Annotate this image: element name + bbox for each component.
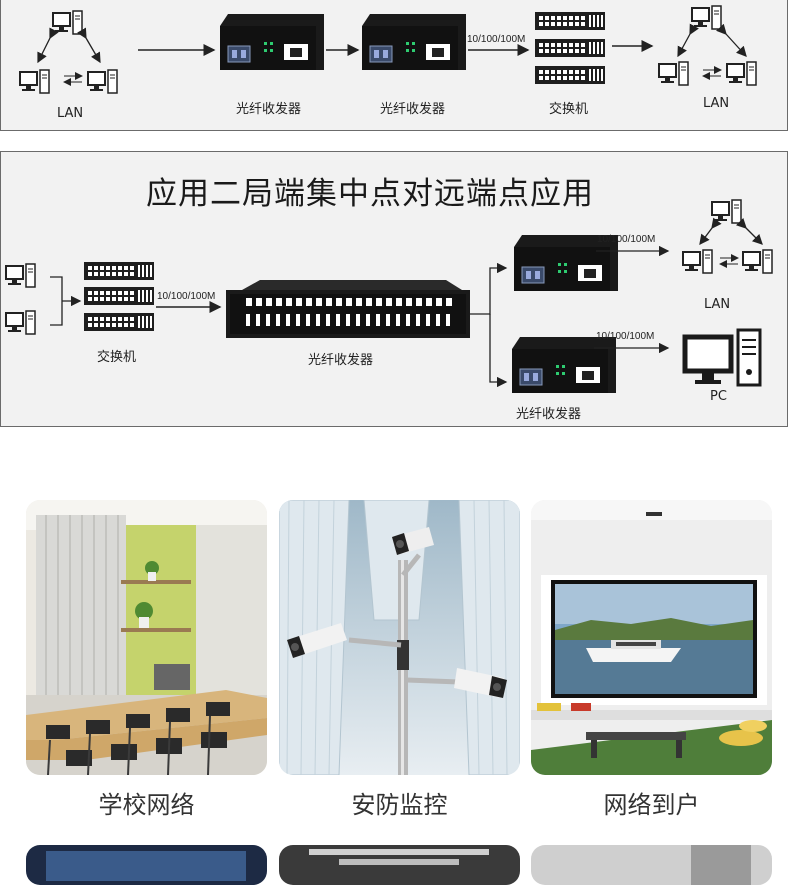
security-camera-photo <box>279 500 520 775</box>
speed-label-remote-top: 10/100/100M <box>597 234 656 245</box>
switch-label-bottom: 交换机 <box>97 350 137 365</box>
switch-top <box>535 12 605 84</box>
lan-cluster-right <box>658 5 757 86</box>
classroom-photo <box>26 500 267 775</box>
rack-transceiver-label: 光纤收发器 <box>308 353 374 368</box>
transceiver-bottom-label: 光纤收发器 <box>516 407 582 422</box>
transceiver-2-label: 光纤收发器 <box>380 102 446 117</box>
rack-transceiver <box>226 280 470 338</box>
pc-label: PC <box>710 389 727 404</box>
switch-label-top: 交换机 <box>549 102 589 117</box>
caption-security-monitoring: 安防监控 <box>351 791 448 819</box>
transceiver-bottom-remote <box>511 336 617 394</box>
lan-label-remote: LAN <box>704 297 731 312</box>
speed-label-top: 10/100/100M <box>467 34 526 45</box>
home-tv-photo <box>531 500 772 775</box>
caption-school-network: 学校网络 <box>98 791 195 819</box>
computers-left <box>5 263 36 335</box>
speed-label-left: 10/100/100M <box>157 291 216 302</box>
application-photo-4 <box>26 845 267 885</box>
caption-home-network: 网络到户 <box>603 791 700 819</box>
transceiver-2 <box>361 13 467 71</box>
transceiver-1-label: 光纤收发器 <box>236 102 302 117</box>
diagram-title: 应用二局端集中点对远端点应用 <box>146 176 594 212</box>
lan-label-left: LAN <box>57 106 84 121</box>
application-photo-5 <box>279 845 520 885</box>
transceiver-1 <box>219 13 325 71</box>
lan-label-right: LAN <box>703 96 730 111</box>
speed-label-remote-bottom: 10/100/100M <box>596 331 655 342</box>
lan-cluster-remote <box>682 199 773 274</box>
application-photo-6 <box>531 845 772 885</box>
pc-icon <box>682 328 762 387</box>
switch-bottom <box>84 262 154 331</box>
network-diagram <box>5 5 773 394</box>
lan-cluster-left <box>19 10 118 94</box>
